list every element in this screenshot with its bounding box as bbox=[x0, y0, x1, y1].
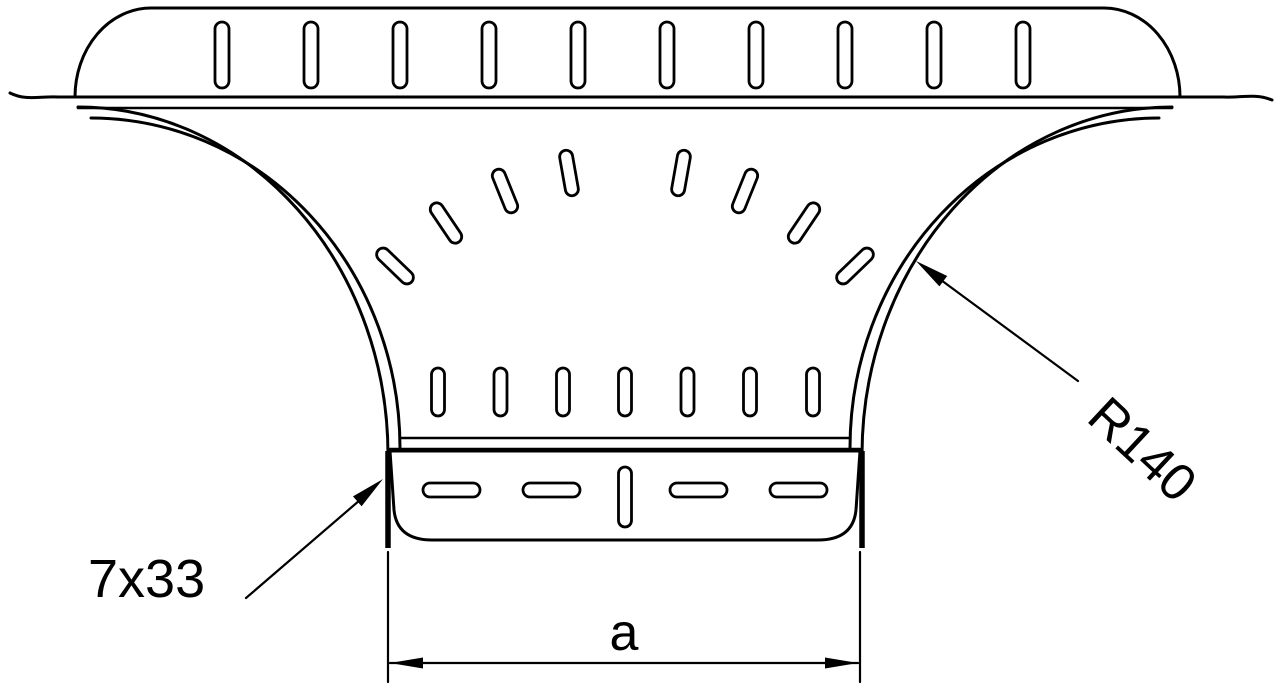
slot bbox=[747, 20, 765, 90]
slot bbox=[786, 201, 822, 245]
slot bbox=[835, 246, 875, 286]
width-dimension-label: a bbox=[610, 604, 639, 662]
slot bbox=[617, 465, 633, 529]
branch-flare-curves bbox=[76, 105, 1174, 457]
main-tray-top-band bbox=[8, 6, 1274, 110]
arrowhead bbox=[916, 261, 948, 287]
slot bbox=[391, 20, 409, 90]
slot bbox=[490, 167, 520, 215]
slot bbox=[569, 20, 587, 90]
slot bbox=[213, 20, 231, 90]
slot bbox=[836, 20, 854, 90]
fan-slots bbox=[375, 148, 875, 286]
tray-band-outline bbox=[73, 6, 1182, 99]
slot bbox=[805, 366, 821, 418]
slot bbox=[658, 20, 676, 90]
leader-line-7x33 bbox=[244, 498, 362, 600]
slot bbox=[925, 20, 943, 90]
leader-line-r140 bbox=[939, 278, 1080, 383]
slot bbox=[430, 366, 446, 418]
slot bbox=[375, 246, 415, 286]
arrowhead bbox=[825, 657, 858, 669]
end-flange bbox=[385, 449, 865, 548]
annotation-slot-size: 7x33 bbox=[88, 479, 383, 609]
tray-slots-row-top bbox=[213, 20, 1032, 90]
flange-outline bbox=[388, 449, 862, 542]
arrowhead bbox=[353, 479, 383, 507]
flare-curve-right-outer bbox=[860, 105, 1174, 457]
annotation-bend-radius: R140 bbox=[916, 261, 1207, 514]
slot bbox=[1014, 20, 1032, 90]
branch-slots-row bbox=[430, 366, 821, 418]
slot bbox=[521, 481, 582, 499]
flare-curve-left-inner bbox=[89, 116, 402, 450]
slot-size-label: 7x33 bbox=[88, 549, 205, 609]
flange-slots bbox=[421, 465, 829, 529]
flare-curve-right-inner bbox=[848, 116, 1161, 450]
slot bbox=[480, 20, 498, 90]
slot bbox=[768, 481, 829, 499]
slot bbox=[558, 148, 580, 198]
slot bbox=[428, 201, 464, 245]
slot bbox=[668, 481, 729, 499]
slot bbox=[302, 20, 320, 90]
tray-edge-break-line bbox=[8, 91, 1274, 102]
arrowhead bbox=[390, 657, 423, 669]
slot bbox=[555, 366, 571, 418]
slot bbox=[670, 148, 692, 198]
slot bbox=[492, 366, 509, 418]
flare-curve-left-outer bbox=[76, 105, 390, 457]
slot bbox=[421, 481, 482, 499]
dimension-a: a bbox=[386, 550, 862, 684]
bend-radius-label: R140 bbox=[1077, 386, 1207, 513]
slot bbox=[742, 366, 758, 418]
slot bbox=[730, 167, 760, 215]
slot bbox=[617, 366, 633, 418]
branch-fold-lines bbox=[388, 436, 862, 451]
slot bbox=[679, 366, 696, 418]
